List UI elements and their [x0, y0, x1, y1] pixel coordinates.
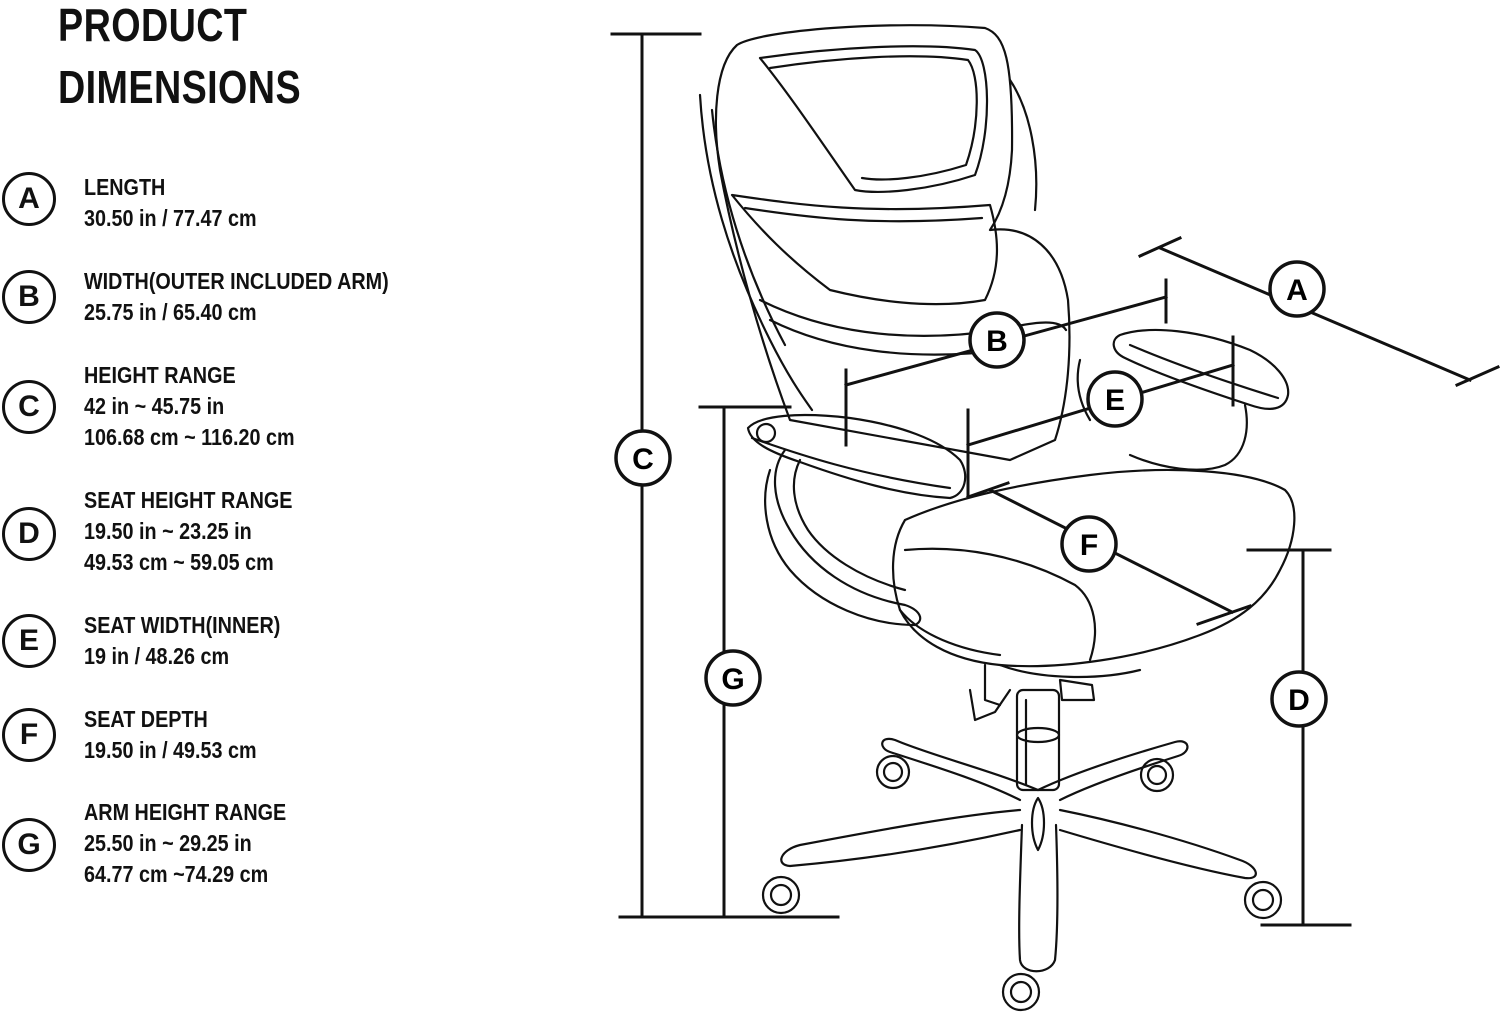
marker-e: E	[1086, 370, 1144, 428]
title-line-2: DIMENSIONS	[58, 61, 302, 113]
spec-badge-e: E	[2, 614, 56, 668]
chair-illustration	[698, 24, 1296, 1012]
spec-badge-g: G	[2, 818, 56, 872]
spec-label: ARM HEIGHT RANGE	[84, 799, 287, 825]
spec-text-seat-height-range: SEAT HEIGHT RANGE 19.50 in ~ 23.25 in 49…	[84, 485, 292, 578]
spec-text-seat-depth: SEAT DEPTH 19.50 in / 49.53 cm	[84, 704, 257, 766]
marker-e-label: E	[1105, 384, 1125, 417]
spec-value: 19.50 in / 49.53 cm	[84, 737, 257, 763]
marker-g: G	[704, 649, 762, 707]
diagram-markers: A B C D E F G	[614, 260, 1328, 728]
spec-label: HEIGHT RANGE	[84, 362, 236, 388]
marker-a-label: A	[1286, 274, 1308, 307]
spec-seat-width: E SEAT WIDTH(INNER) 19 in / 48.26 cm	[0, 610, 460, 710]
page-title: PRODUCT DIMENSIONS	[58, 0, 301, 118]
marker-c-label: C	[632, 443, 654, 476]
spec-text-arm-height-range: ARM HEIGHT RANGE 25.50 in ~ 29.25 in 64.…	[84, 797, 286, 890]
spec-badge-d: D	[2, 507, 56, 561]
spec-arm-height-range: G ARM HEIGHT RANGE 25.50 in ~ 29.25 in 6…	[0, 797, 460, 897]
marker-f-label: F	[1080, 529, 1098, 562]
spec-height-range: C HEIGHT RANGE 42 in ~ 45.75 in 106.68 c…	[0, 360, 460, 460]
spec-seat-height-range: D SEAT HEIGHT RANGE 19.50 in ~ 23.25 in …	[0, 485, 460, 585]
spec-value: 64.77 cm ~74.29 cm	[84, 861, 269, 887]
marker-g-label: G	[721, 663, 744, 696]
marker-c: C	[614, 429, 672, 487]
spec-text-width: WIDTH(OUTER INCLUDED ARM) 25.75 in / 65.…	[84, 266, 389, 328]
spec-text-seat-width: SEAT WIDTH(INNER) 19 in / 48.26 cm	[84, 610, 280, 672]
spec-value: 30.50 in / 77.47 cm	[84, 205, 257, 231]
spec-value: 25.75 in / 65.40 cm	[84, 299, 257, 325]
spec-text-height-range: HEIGHT RANGE 42 in ~ 45.75 in 106.68 cm …	[84, 360, 295, 453]
spec-seat-depth: F SEAT DEPTH 19.50 in / 49.53 cm	[0, 704, 460, 804]
title-line-1: PRODUCT	[58, 0, 248, 51]
spec-label: WIDTH(OUTER INCLUDED ARM)	[84, 268, 389, 294]
spec-value: 25.50 in ~ 29.25 in	[84, 830, 252, 856]
marker-d-label: D	[1288, 684, 1310, 717]
marker-a: A	[1268, 260, 1326, 318]
marker-b: B	[968, 311, 1026, 369]
spec-badge-c: C	[2, 380, 56, 434]
spec-value: 42 in ~ 45.75 in	[84, 393, 225, 419]
marker-d: D	[1270, 670, 1328, 728]
spec-value: 106.68 cm ~ 116.20 cm	[84, 424, 295, 450]
spec-value: 49.53 cm ~ 59.05 cm	[84, 549, 274, 575]
spec-value: 19.50 in ~ 23.25 in	[84, 518, 252, 544]
spec-label: LENGTH	[84, 174, 166, 200]
spec-label: SEAT HEIGHT RANGE	[84, 487, 293, 513]
spec-badge-b: B	[2, 270, 56, 324]
spec-badge-a: A	[2, 172, 56, 226]
spec-length: A LENGTH 30.50 in / 77.47 cm	[0, 172, 460, 272]
spec-label: SEAT DEPTH	[84, 706, 208, 732]
spec-width: B WIDTH(OUTER INCLUDED ARM) 25.75 in / 6…	[0, 266, 460, 366]
spec-badge-f: F	[2, 708, 56, 762]
spec-text-length: LENGTH 30.50 in / 77.47 cm	[84, 172, 257, 234]
spec-value: 19 in / 48.26 cm	[84, 643, 230, 669]
marker-f: F	[1060, 515, 1118, 573]
spec-label: SEAT WIDTH(INNER)	[84, 612, 281, 638]
marker-b-label: B	[986, 325, 1008, 358]
